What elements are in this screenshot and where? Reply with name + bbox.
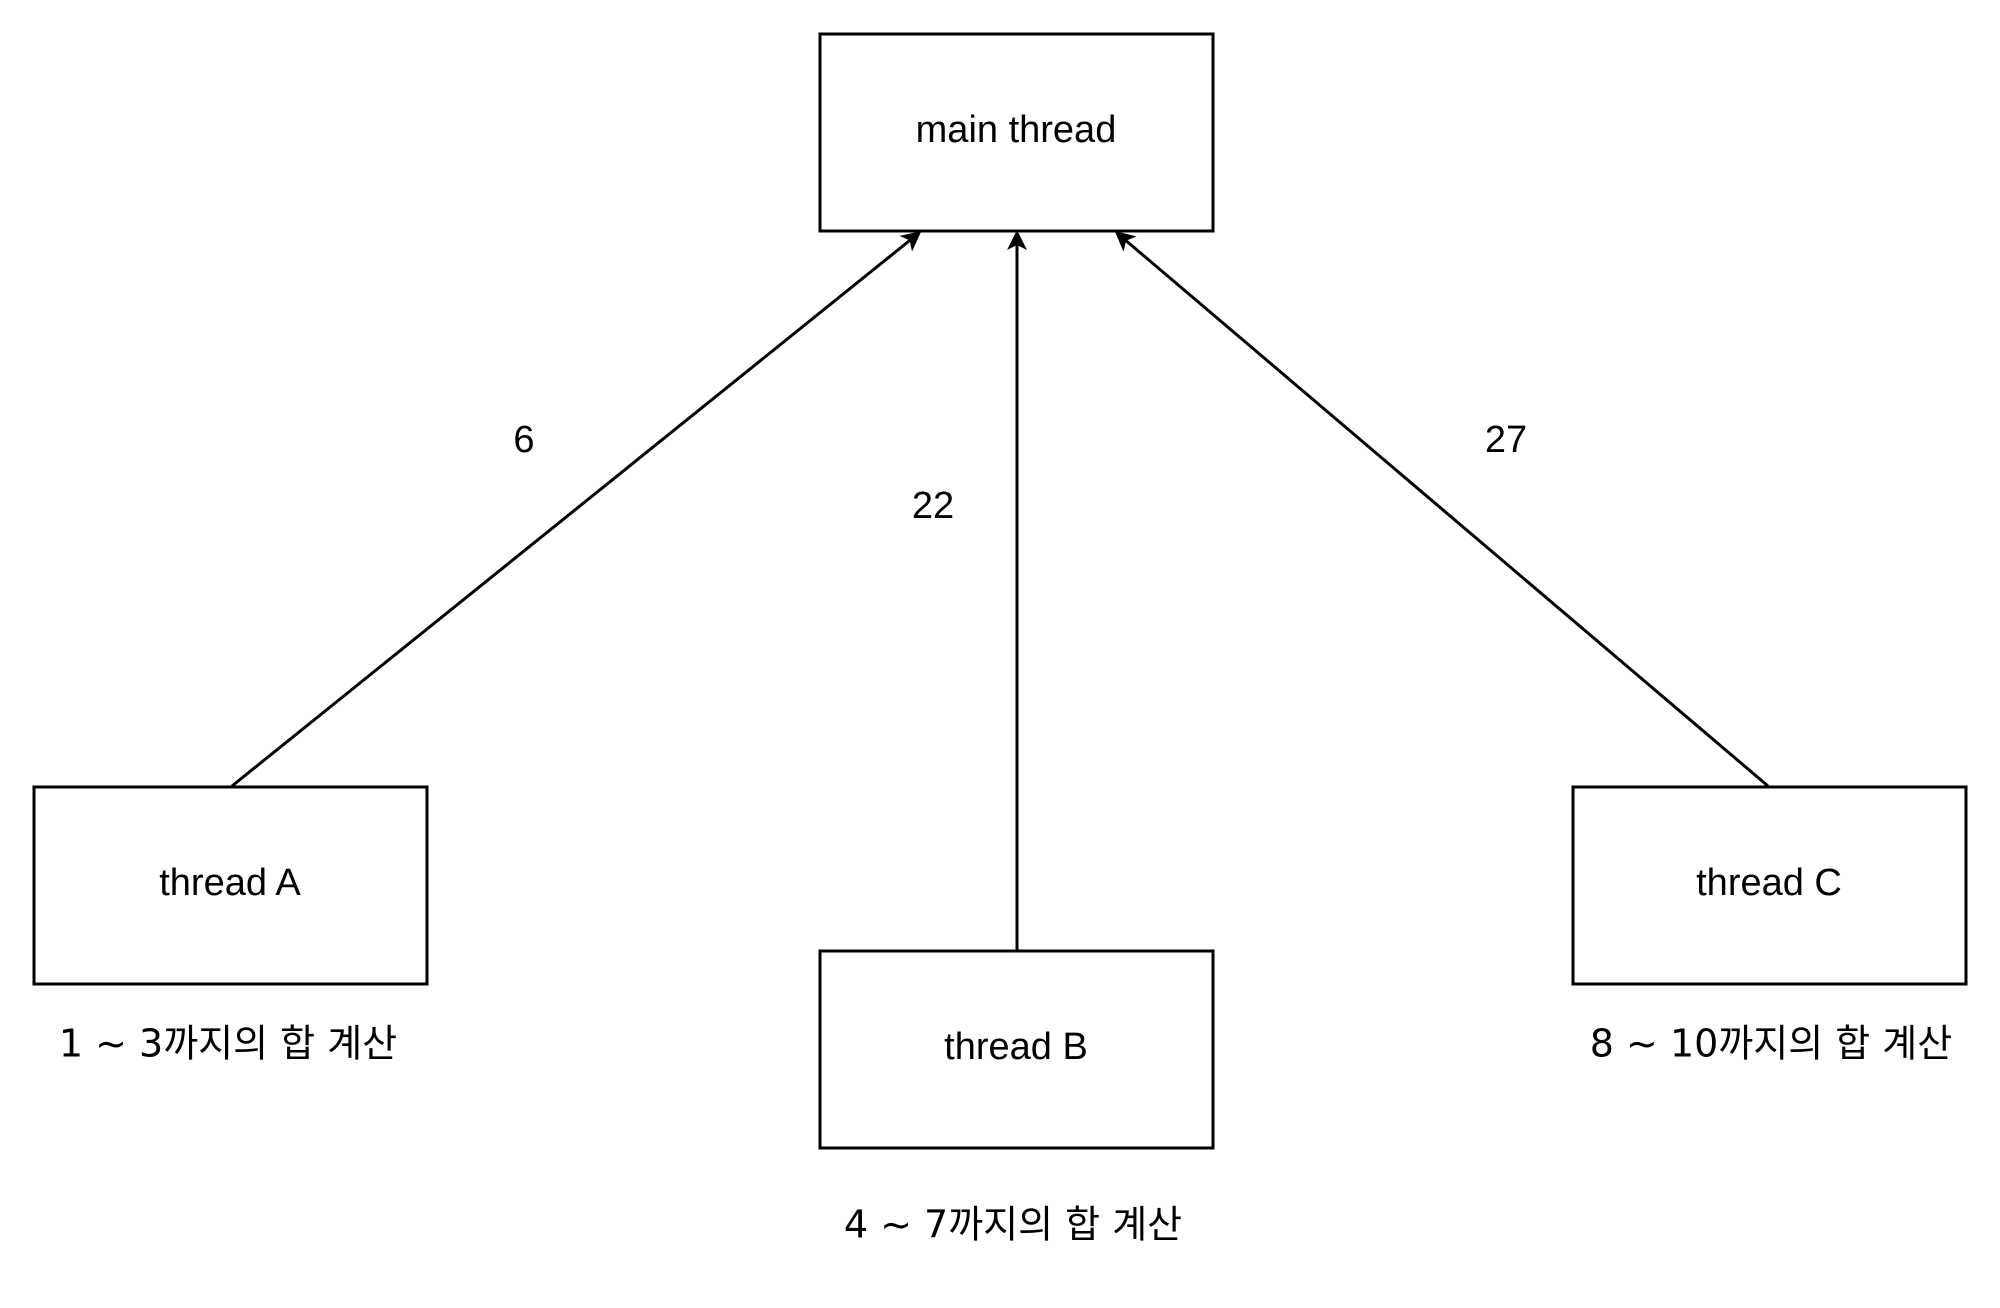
node-main-thread-box	[818, 32, 1215, 233]
node-main-thread: main thread	[818, 32, 1215, 233]
node-thread-a-box	[32, 785, 429, 986]
caption-thread-b: 4 ~ 7까지의 합 계산	[844, 1203, 1182, 1247]
edge-label-b: 22	[912, 485, 954, 527]
edge-thread-c-to-main	[1114, 231, 1769, 788]
node-thread-a: thread A	[32, 785, 429, 986]
node-thread-c-label: thread C	[1696, 862, 1842, 904]
node-thread-b-box	[818, 949, 1215, 1150]
edge-label-c: 27	[1485, 419, 1527, 461]
node-thread-a-label: thread A	[159, 862, 301, 904]
node-thread-c: thread C	[1571, 785, 1968, 986]
node-thread-b-label: thread B	[944, 1026, 1088, 1068]
caption-thread-a: 1 ~ 3까지의 합 계산	[59, 1022, 397, 1066]
node-thread-b: thread B	[818, 949, 1215, 1150]
edge-label-a: 6	[513, 419, 534, 461]
edge-thread-a-to-main	[231, 231, 922, 788]
node-main-thread-label: main thread	[916, 109, 1117, 151]
caption-thread-c: 8 ~ 10까지의 합 계산	[1590, 1022, 1952, 1066]
node-thread-c-box	[1571, 785, 1968, 986]
